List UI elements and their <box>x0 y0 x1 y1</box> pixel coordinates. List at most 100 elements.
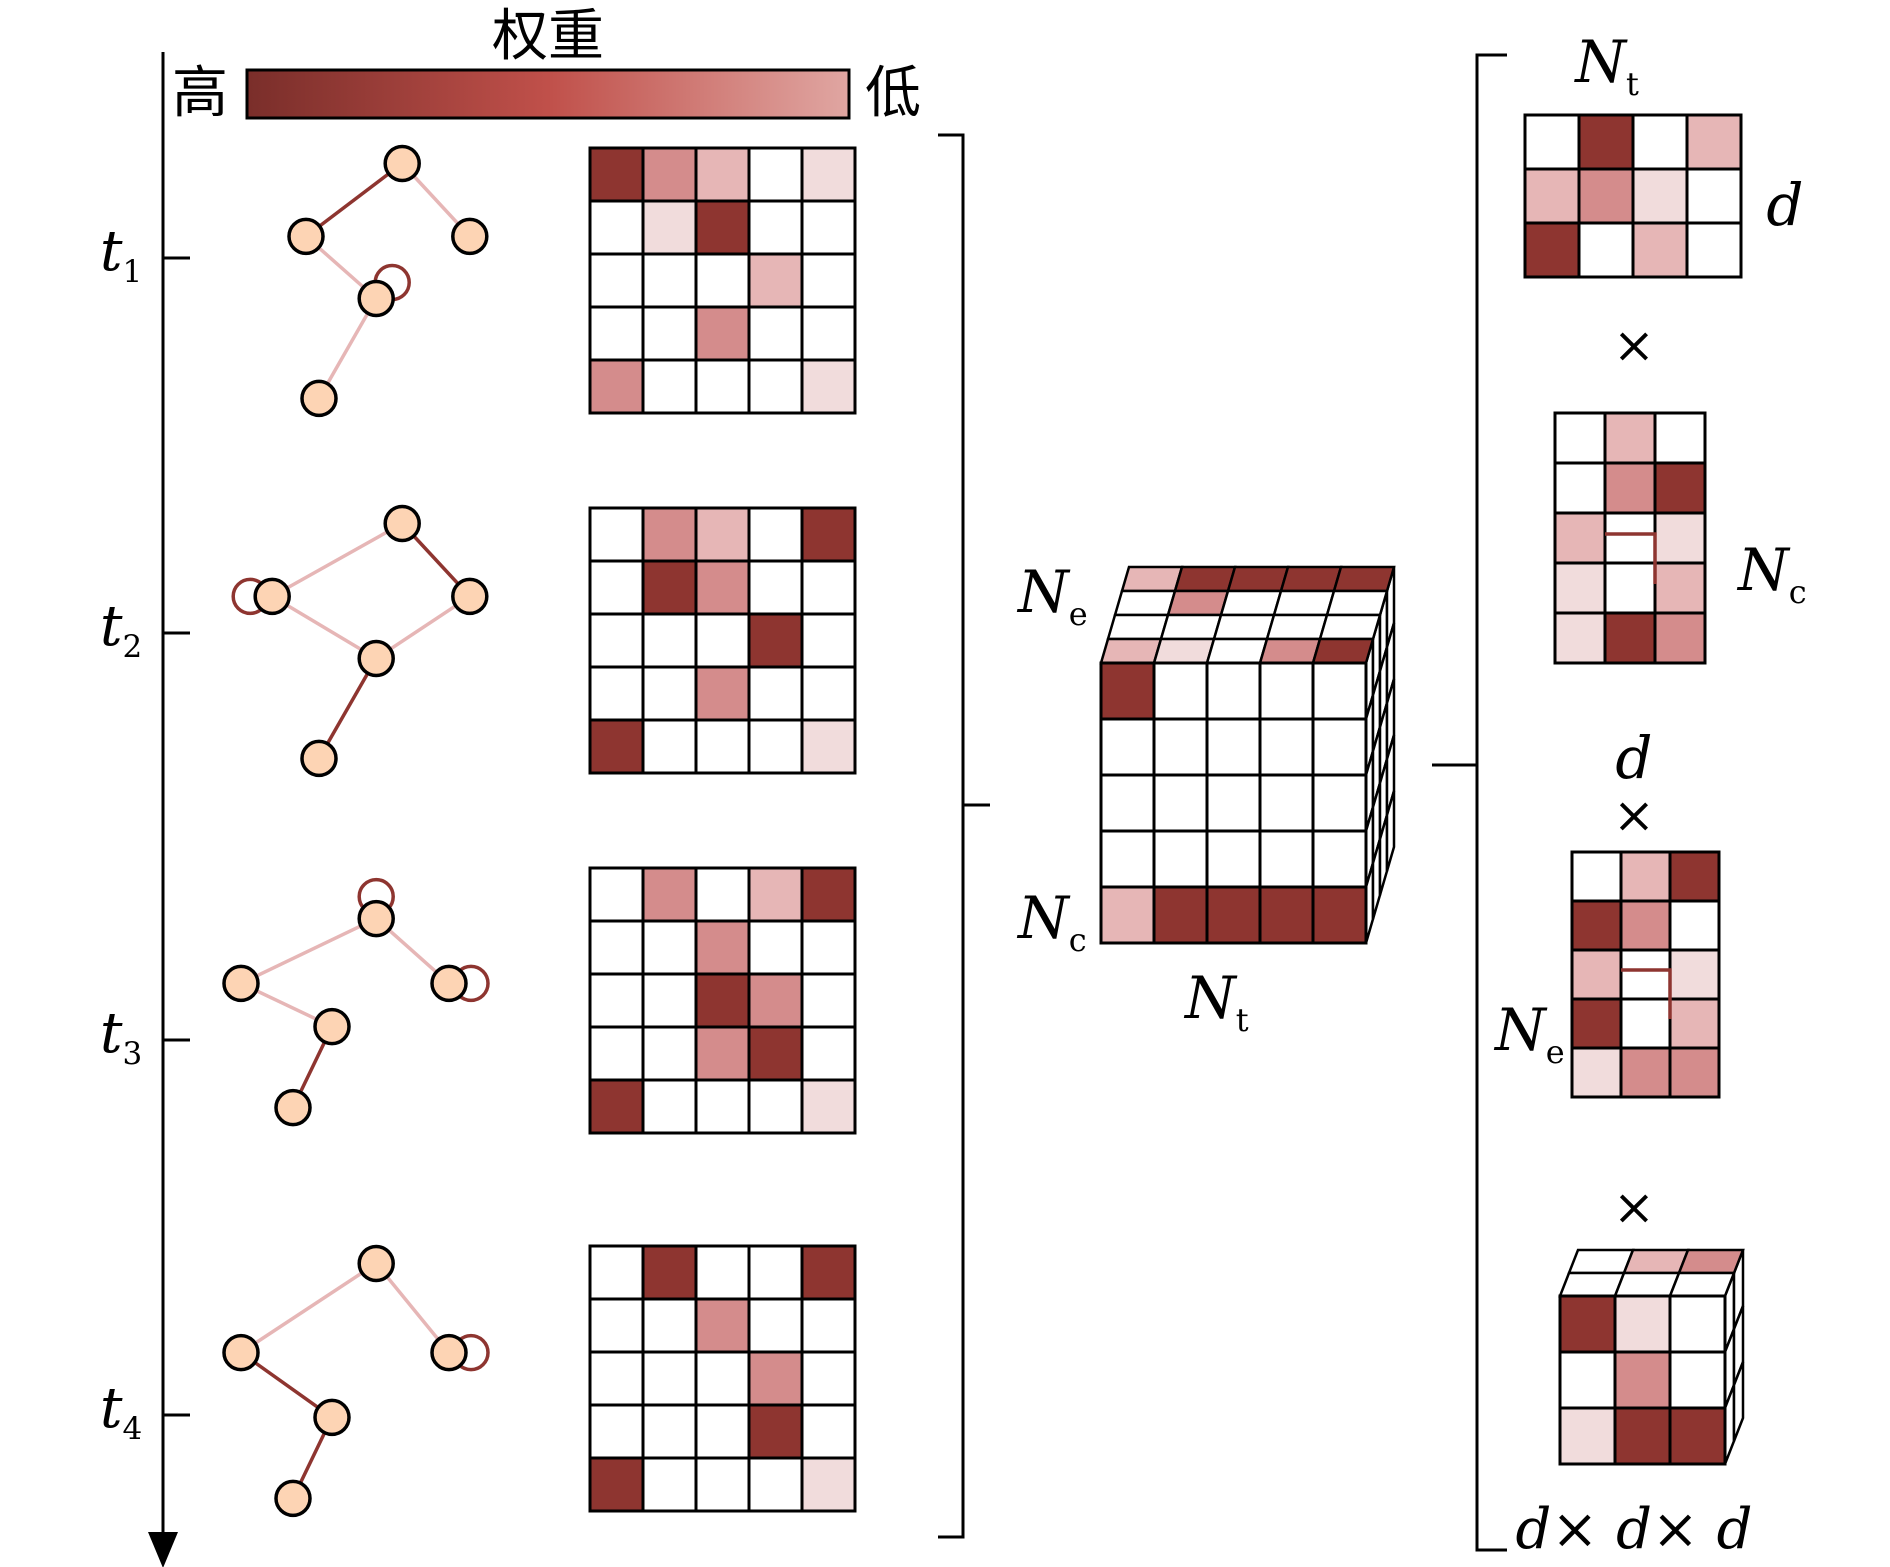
adjacency-matrix-t2-cell <box>641 665 698 722</box>
entity-factor-matrix-cell <box>1570 948 1623 1001</box>
data-tensor-top-cell <box>1166 589 1230 617</box>
adjacency-matrix-t3-cell <box>641 1078 698 1135</box>
adjacency-matrix-t4-cell <box>641 1244 698 1301</box>
core-tensor <box>1558 1248 1745 1466</box>
adjacency-matrix-t4-cell <box>641 1350 698 1407</box>
data-tensor-front-cell <box>1099 773 1156 833</box>
adjacency-matrix-t2-cell <box>641 506 698 563</box>
legend-low-label: 低 <box>865 61 921 126</box>
entity-factor-label-ne: Ne <box>1493 996 1565 1071</box>
adjacency-matrix-t4-cell <box>800 1403 857 1460</box>
adjacency-matrix-t3-cell <box>800 1025 857 1082</box>
graph-node <box>222 1333 260 1372</box>
time-factor-matrix-cell <box>1685 113 1743 171</box>
graph-edge <box>271 594 378 661</box>
graph-node <box>430 1333 468 1372</box>
data-tensor-top-cell <box>1099 637 1163 665</box>
data-tensor-front-cell <box>1099 661 1156 721</box>
graph-node <box>300 739 338 778</box>
graph-node <box>383 144 421 183</box>
adjacency-matrix-t4-cell <box>694 1297 751 1354</box>
time-factor-label-d: d <box>1766 171 1803 239</box>
time-label-t2: t2 <box>100 594 142 665</box>
multiply-sign-2: × <box>1613 786 1655 844</box>
data-tensor-front-cell <box>1311 717 1368 777</box>
core-tensor-top-cell <box>1613 1271 1681 1298</box>
core-tensor-front-cell <box>1558 1350 1617 1410</box>
data-tensor-front-cell <box>1152 661 1209 721</box>
adjacency-matrix-t2-cell <box>800 612 857 669</box>
data-tensor-top-cell <box>1318 613 1382 641</box>
left-bracket <box>938 133 990 1539</box>
data-tensor-top-cell <box>1120 565 1184 593</box>
data-tensor-top-cell <box>1113 589 1177 617</box>
adjacency-matrix-t4-cell <box>588 1350 645 1407</box>
data-tensor-front-cell <box>1099 885 1156 945</box>
adjacency-matrix-t4-cell <box>588 1456 645 1513</box>
adjacency-matrix-t3-cell <box>641 1025 698 1082</box>
channel-factor-label-d: d <box>1615 724 1652 792</box>
channel-factor-matrix-cell <box>1553 411 1607 465</box>
graph-t3 <box>222 877 490 1127</box>
time-factor-matrix-cell <box>1631 167 1689 225</box>
adjacency-matrix-t1-cell <box>800 199 857 256</box>
adjacency-matrix-t3-cell <box>641 972 698 1029</box>
entity-factor-matrix-cell <box>1668 1046 1721 1099</box>
adjacency-matrix-t4-cell <box>747 1403 804 1460</box>
graph-edge <box>317 297 378 400</box>
adjacency-matrix-t2-cell <box>747 559 804 616</box>
entity-factor-matrix <box>1570 850 1721 1099</box>
adjacency-matrix-t1-cell <box>641 199 698 256</box>
adjacency-matrix-t2-cell <box>694 612 751 669</box>
data-tensor-top-cell <box>1311 637 1375 665</box>
tensor-label-ne: Ne <box>1016 558 1088 633</box>
data-tensor-top-cell <box>1265 613 1329 641</box>
time-label-t3: t3 <box>100 1001 142 1072</box>
adjacency-matrix-t1-cell <box>694 305 751 362</box>
entity-factor-matrix-cell <box>1570 1046 1623 1099</box>
adjacency-matrix-t1-cell <box>747 305 804 362</box>
adjacency-matrix-t1-cell <box>800 305 857 362</box>
adjacency-matrix-t3-cell <box>588 1078 645 1135</box>
graph-node <box>274 1088 312 1127</box>
adjacency-matrix-t1-cell <box>694 252 751 309</box>
adjacency-matrix-t2-cell <box>747 665 804 722</box>
graph-t1 <box>287 144 489 418</box>
adjacency-matrix-t2-cell <box>641 612 698 669</box>
adjacency-matrix-t1-cell <box>747 358 804 415</box>
core-tensor-front-cell <box>1558 1294 1617 1354</box>
adjacency-matrix-t2-cell <box>588 612 645 669</box>
data-tensor-front-cell <box>1311 661 1368 721</box>
core-tensor-label: d× d× d <box>1516 1497 1753 1562</box>
data-tensor-front-cell <box>1152 717 1209 777</box>
data-tensor-front-cell <box>1258 661 1315 721</box>
adjacency-matrix-t3-cell <box>747 1078 804 1135</box>
adjacency-matrix-t3-cell <box>747 919 804 976</box>
data-tensor-top-cell <box>1332 565 1396 593</box>
entity-factor-matrix-cell <box>1668 850 1721 903</box>
time-axis-arrowhead <box>148 1532 178 1567</box>
adjacency-matrix-t3-cell <box>800 972 857 1029</box>
adjacency-matrix-t4-cell <box>747 1350 804 1407</box>
adjacency-matrix-t3-cell <box>747 866 804 923</box>
adjacency-matrix-t2-cell <box>747 718 804 775</box>
data-tensor-front-cell <box>1205 773 1262 833</box>
adjacency-matrix-t3 <box>588 866 857 1135</box>
data-tensor-front-cell <box>1311 773 1368 833</box>
channel-factor-matrix-cell <box>1603 411 1657 465</box>
adjacency-matrix-t1-cell <box>694 358 751 415</box>
channel-factor-matrix-cell <box>1553 611 1607 665</box>
entity-highlight-border <box>1621 968 1672 1019</box>
data-tensor <box>1099 565 1396 945</box>
adjacency-matrix-t2-cell <box>800 506 857 563</box>
core-tensor-top-cell <box>1622 1248 1690 1275</box>
legend-title: 权重 <box>492 4 604 69</box>
adjacency-matrix-t1-cell <box>800 358 857 415</box>
channel-factor-label-nc: Nc <box>1736 536 1807 611</box>
graph-node <box>313 1398 351 1437</box>
adjacency-matrix-t1-cell <box>747 252 804 309</box>
graph-edge <box>374 1262 451 1354</box>
time-factor-matrix-cell <box>1523 221 1581 279</box>
data-tensor-top-cell <box>1152 637 1216 665</box>
